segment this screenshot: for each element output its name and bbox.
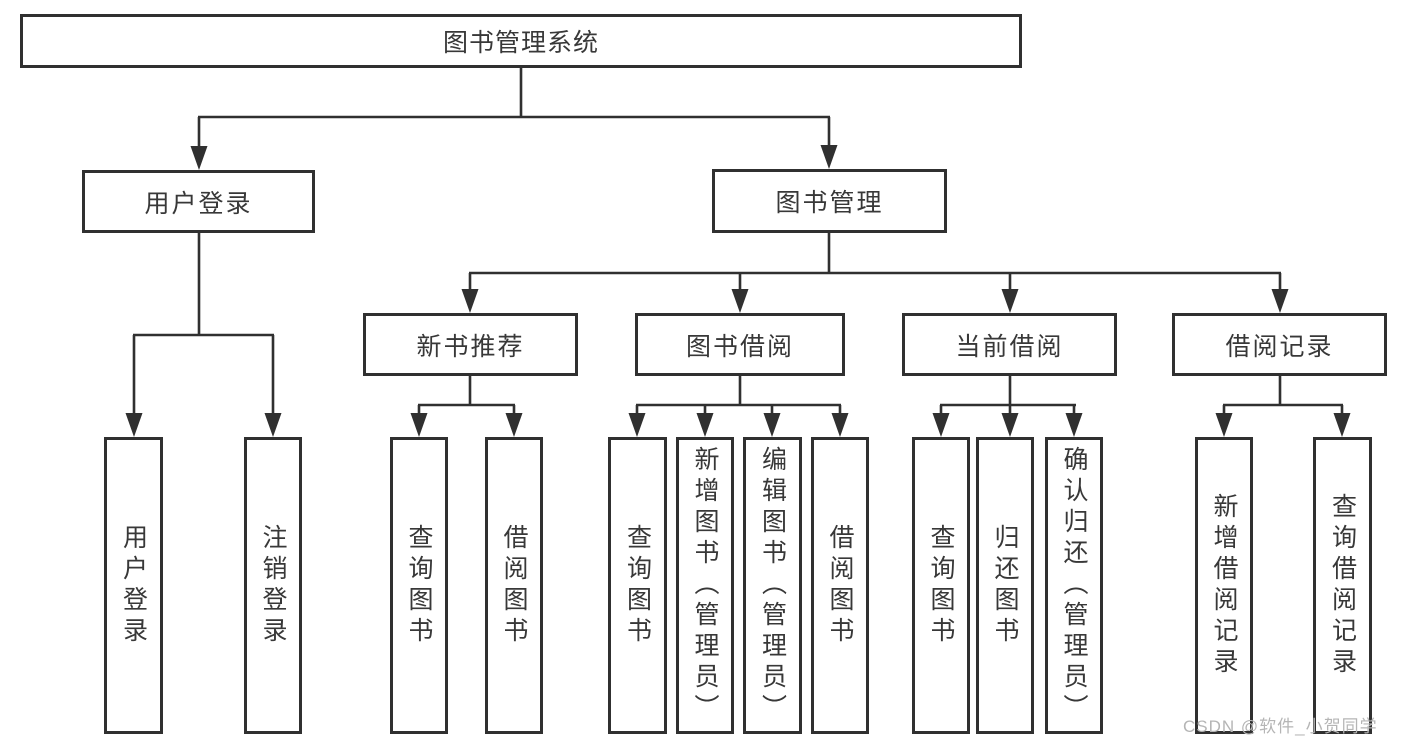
- leaf-borrow-borrow-books: 借阅图书: [811, 437, 869, 734]
- tree-branch-lines: [133, 68, 1343, 407]
- arrow-heads: [125, 145, 1351, 437]
- leaf-records-query-record-label: 查询借阅记录: [1328, 492, 1357, 679]
- node-current-borrow: 当前借阅: [902, 313, 1117, 376]
- node-user-login-label: 用户登录: [144, 189, 253, 218]
- node-book-borrow-label: 图书借阅: [685, 332, 794, 361]
- node-current-borrow-label: 当前借阅: [955, 332, 1064, 361]
- leaf-borrow-add-books-label: 新增图书（管理员）: [691, 446, 719, 725]
- leaf-current-query-books: 查询图书: [912, 437, 970, 734]
- node-book-management-label: 图书管理: [775, 189, 884, 217]
- node-new-book-recommend-label: 新书推荐: [416, 332, 525, 361]
- node-new-book-recommend: 新书推荐: [363, 313, 578, 376]
- leaf-records-add-record: 新增借阅记录: [1195, 437, 1253, 734]
- leaf-current-return-books: 归还图书: [976, 437, 1034, 734]
- leaf-current-query-books-label: 查询图书: [927, 523, 955, 648]
- leaf-rec-borrow-books-label: 借阅图书: [500, 523, 528, 648]
- node-book-borrow: 图书借阅: [635, 313, 845, 376]
- leaf-borrow-query-books-label: 查询图书: [623, 523, 652, 648]
- leaf-rec-query-books-label: 查询图书: [405, 523, 433, 648]
- leaf-logout: 注销登录: [244, 437, 302, 734]
- leaf-borrow-add-books: 新增图书（管理员）: [676, 437, 734, 734]
- leaf-borrow-query-books: 查询图书: [608, 437, 667, 734]
- node-book-management: 图书管理: [712, 169, 947, 233]
- node-borrow-records: 借阅记录: [1172, 313, 1387, 376]
- leaf-borrow-edit-books: 编辑图书（管理员）: [743, 437, 802, 734]
- leaf-rec-borrow-books: 借阅图书: [485, 437, 543, 734]
- leaf-current-confirm-return-label: 确认归还（管理员）: [1060, 446, 1088, 725]
- leaf-current-confirm-return: 确认归还（管理员）: [1045, 437, 1103, 734]
- leaf-logout-label: 注销登录: [259, 523, 287, 648]
- csdn-watermark: CSDN @软件_小贺同学: [1183, 717, 1378, 736]
- leaf-borrow-borrow-books-label: 借阅图书: [826, 523, 854, 648]
- leaf-rec-query-books: 查询图书: [390, 437, 448, 734]
- leaf-current-return-books-label: 归还图书: [991, 523, 1019, 648]
- node-user-login: 用户登录: [82, 170, 315, 233]
- node-borrow-records-label: 借阅记录: [1225, 332, 1334, 361]
- leaf-records-query-record: 查询借阅记录: [1313, 437, 1372, 734]
- leaf-user-login-label: 用户登录: [119, 523, 148, 648]
- leaf-borrow-edit-books-label: 编辑图书（管理员）: [758, 446, 787, 725]
- leaf-user-login: 用户登录: [104, 437, 163, 734]
- leaf-records-add-record-label: 新增借阅记录: [1210, 492, 1238, 679]
- node-root: 图书管理系统: [20, 14, 1022, 68]
- node-root-label: 图书管理系统: [442, 29, 599, 57]
